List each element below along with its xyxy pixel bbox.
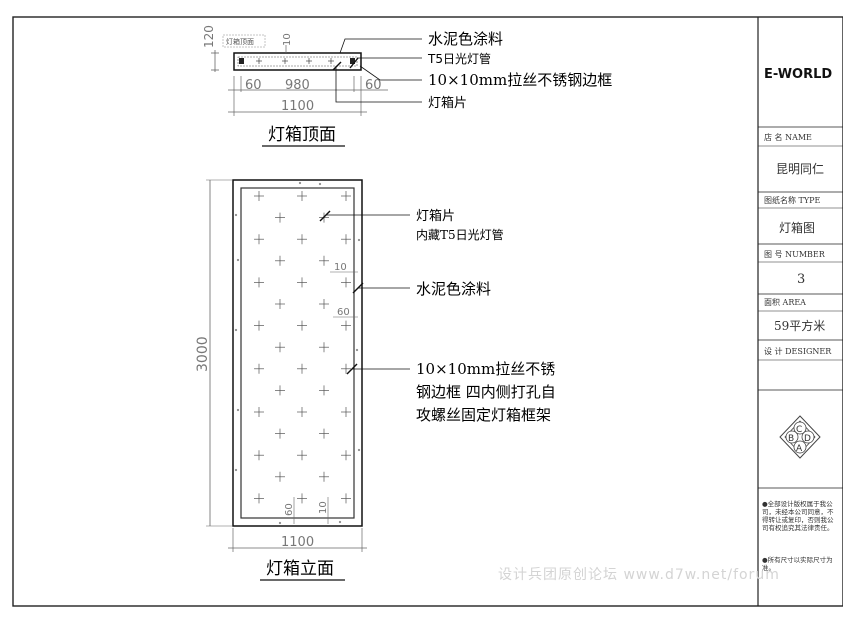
sheet-border xyxy=(12,16,843,607)
dimension-note: ●所有尺寸以实际尺寸为准。 xyxy=(762,556,833,572)
svg-text:C: C xyxy=(796,425,802,435)
light-cross-grid xyxy=(254,191,351,504)
front-side-gap-dim: 10 xyxy=(334,262,347,273)
front-view-title: 灯箱立面 xyxy=(266,559,334,579)
front-bottom-b-dim: 10 xyxy=(318,501,329,514)
svg-text:A: A xyxy=(796,444,803,454)
svg-text:D: D xyxy=(804,434,811,444)
front-callout-film-2: 内藏T5日光灯管 xyxy=(416,227,504,242)
top-view-side-label: 灯箱顶面 xyxy=(226,37,254,46)
area-label: 面积 AREA xyxy=(764,297,806,307)
top-view-title: 灯箱顶面 xyxy=(268,125,336,145)
watermark: 设计兵团原创论坛 www.d7w.net/forum xyxy=(498,567,780,583)
front-callout-frame-1: 10×10mm拉丝不锈 xyxy=(416,360,555,378)
drawing-number-value: 3 xyxy=(797,272,805,287)
copyright-note: ●全部设计版权属于我公司，未经本公司同意，不得转让或复印，否则我公司有权追究其法… xyxy=(762,500,834,532)
top-center-dim: 980 xyxy=(285,78,310,93)
front-callout-frame-2: 钢边框 四内侧打孔自 xyxy=(416,383,556,401)
area-value: 59平方米 xyxy=(774,318,825,333)
front-height-dim: 3000 xyxy=(195,336,211,372)
top-callout-lamp: T5日光灯管 xyxy=(427,51,491,66)
drawing-number-label: 图 号 NUMBER xyxy=(764,250,826,259)
front-callout-film-1: 灯箱片 xyxy=(416,208,455,224)
designer-label: 设 计 DESIGNER xyxy=(764,346,832,356)
top-right-dim: 60 xyxy=(365,78,382,93)
top-view: 灯箱顶面 120 10 60 980 60 1100 水泥色涂料 T5日光灯管 … xyxy=(202,25,612,147)
front-callout-frame-3: 攻螺丝固定灯箱框架 xyxy=(416,406,551,424)
company-logo-icon: C B D A xyxy=(779,415,821,459)
drawing-type-value: 灯箱图 xyxy=(779,220,815,235)
front-width-dim: 1100 xyxy=(281,535,314,550)
top-left-dim: 60 xyxy=(245,78,262,93)
title-block: E-WORLD 店 名 NAME 昆明同仁 图纸名称 TYPE 灯箱图 图 号 … xyxy=(758,67,843,489)
top-height-dim: 120 xyxy=(202,25,216,48)
top-callout-paint: 水泥色涂料 xyxy=(428,30,503,48)
top-gap-dim: 10 xyxy=(282,33,293,46)
shop-name-label: 店 名 NAME xyxy=(764,132,812,142)
top-callout-frame: 10×10mm拉丝不锈钢边框 xyxy=(428,71,612,89)
front-bottom-a-dim: 60 xyxy=(284,503,295,516)
top-total-dim: 1100 xyxy=(281,99,314,114)
front-side-inner-dim: 60 xyxy=(337,307,350,318)
top-callout-film: 灯箱片 xyxy=(428,95,467,111)
company-name: E-WORLD xyxy=(764,67,832,82)
shop-name-value: 昆明同仁 xyxy=(776,162,824,176)
svg-text:B: B xyxy=(788,434,794,444)
front-view: 3000 1100 10 60 60 10 灯箱片 内藏T5日光灯管 水泥色涂料… xyxy=(195,179,556,581)
front-callout-paint: 水泥色涂料 xyxy=(416,280,491,298)
drawing-type-label: 图纸名称 TYPE xyxy=(764,195,821,205)
